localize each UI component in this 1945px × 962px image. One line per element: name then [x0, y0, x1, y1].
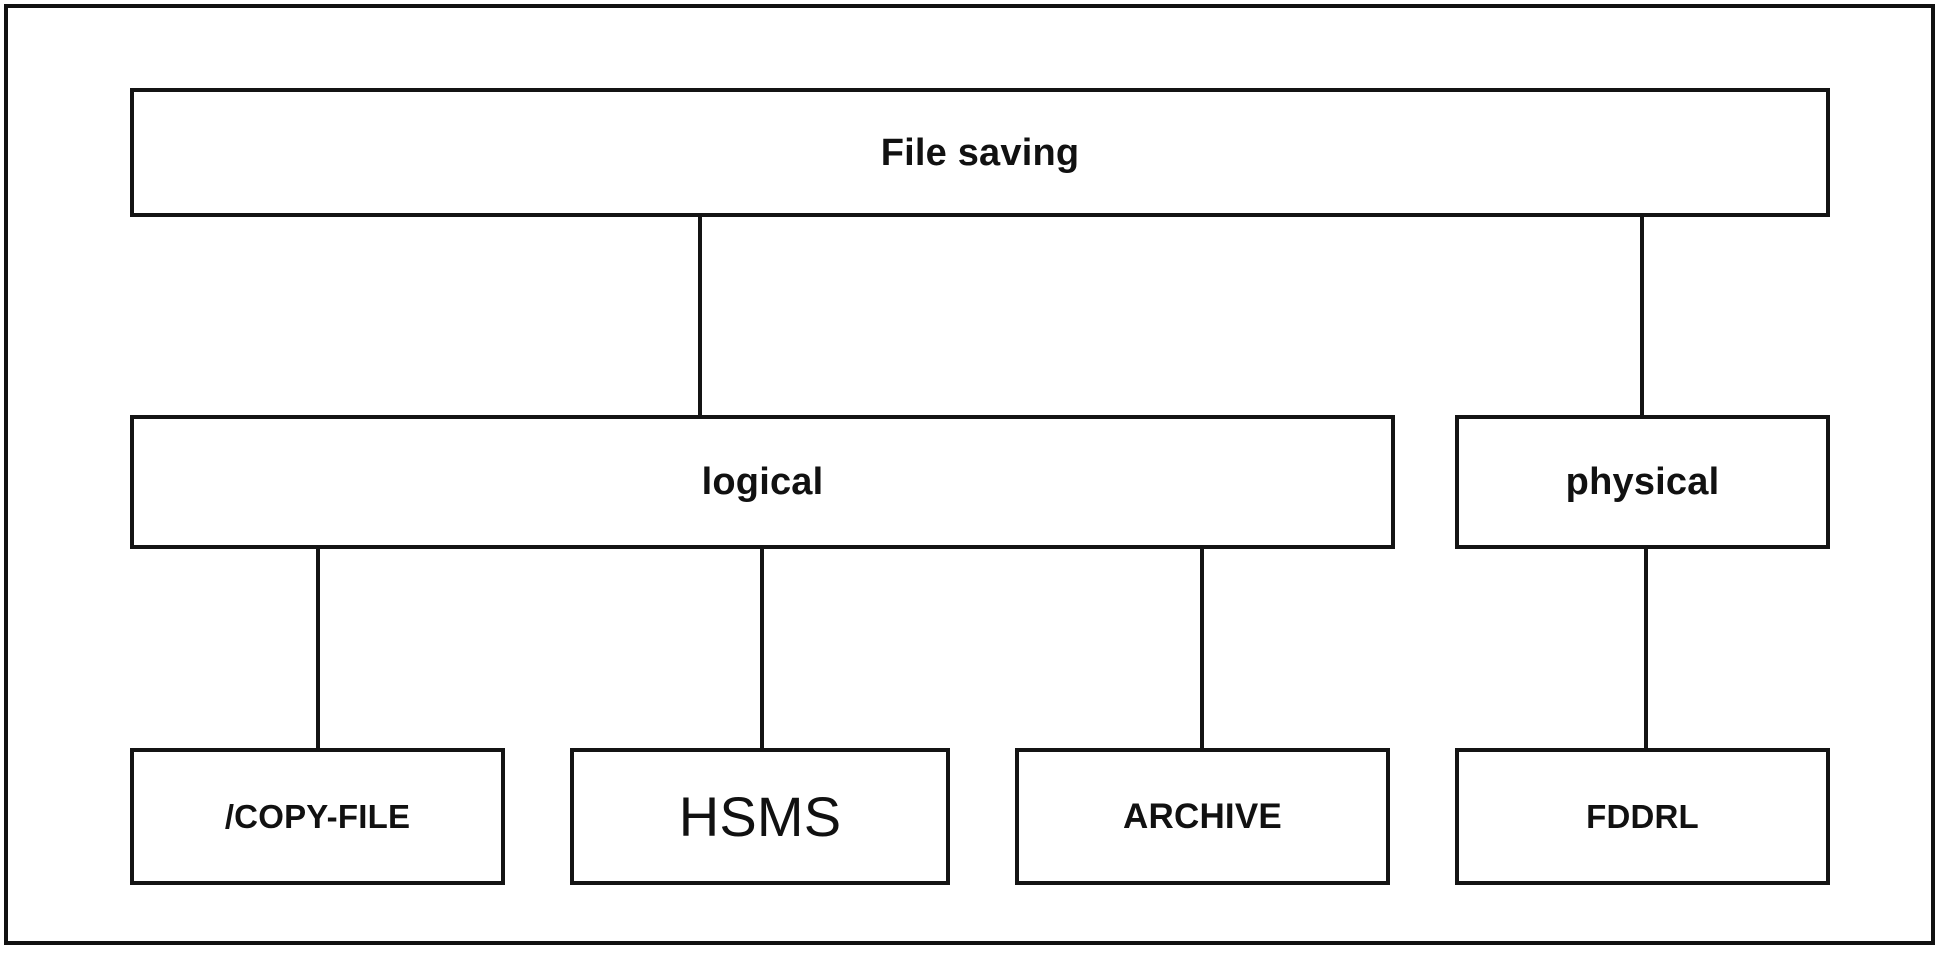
node-logical-label: logical: [701, 461, 824, 503]
node-fddrl: FDDRL: [1455, 748, 1830, 885]
node-physical-label: physical: [1565, 461, 1720, 503]
node-archive: ARCHIVE: [1015, 748, 1390, 885]
node-logical: logical: [130, 415, 1395, 549]
connector-file-saving-to-physical: [1640, 213, 1644, 419]
connector-logical-to-copy-file: [316, 545, 320, 752]
connector-physical-to-fddrl: [1644, 545, 1648, 752]
node-archive-label: ARCHIVE: [1123, 797, 1282, 836]
node-hsms-label: HSMS: [678, 784, 842, 848]
node-physical: physical: [1455, 415, 1830, 549]
node-fddrl-label: FDDRL: [1586, 798, 1699, 835]
node-hsms: HSMS: [570, 748, 950, 885]
node-file-saving: File saving: [130, 88, 1830, 217]
node-copy-file-label: /COPY-FILE: [224, 798, 411, 835]
connector-logical-to-archive: [1200, 545, 1204, 752]
connector-logical-to-hsms: [760, 545, 764, 752]
connector-file-saving-to-logical: [698, 213, 702, 419]
node-copy-file: /COPY-FILE: [130, 748, 505, 885]
node-file-saving-label: File saving: [880, 131, 1080, 174]
